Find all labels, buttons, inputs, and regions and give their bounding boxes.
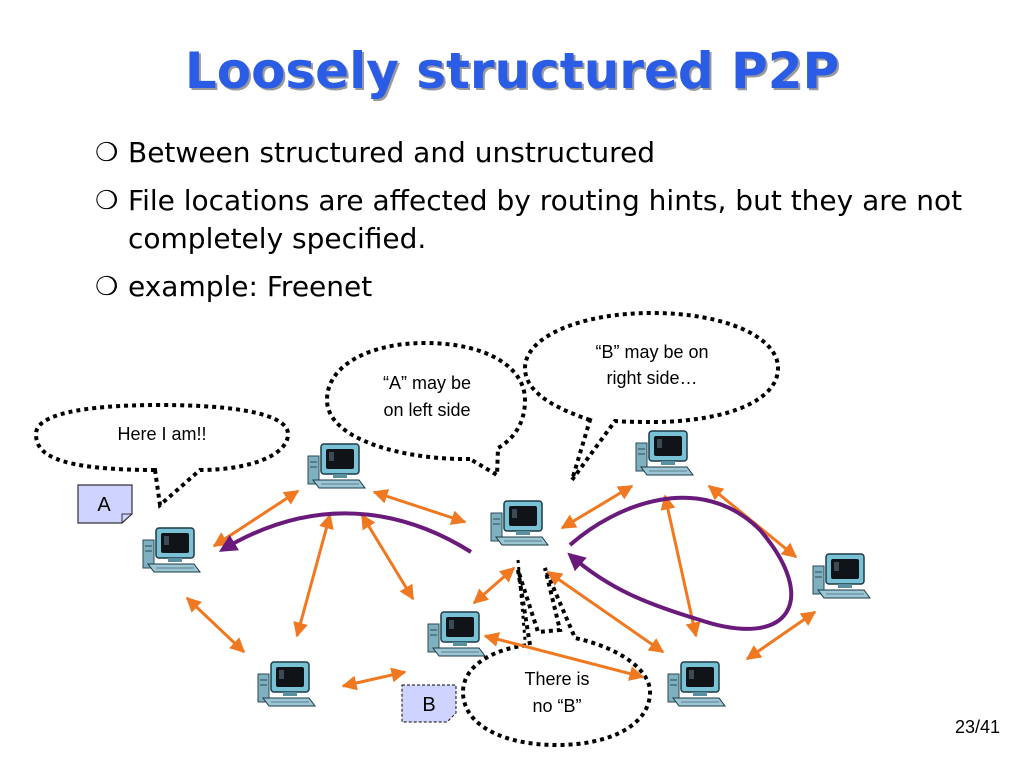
callout-no-b: There is no “B” <box>460 567 653 748</box>
link-arrow <box>212 489 300 548</box>
computer-icon <box>257 661 316 707</box>
label-a: A <box>77 484 133 524</box>
computer-icon <box>812 553 871 599</box>
callout-a-left: “A” may be on left side <box>324 340 528 479</box>
bullet-text: example: Freenet <box>128 270 373 303</box>
link-arrow <box>293 513 334 638</box>
computer-icon <box>307 443 366 489</box>
label-text: B <box>422 694 435 716</box>
bullet-text: File locations are affected by routing h… <box>128 184 963 255</box>
label-b: B <box>401 684 457 723</box>
label-text: A <box>97 494 111 516</box>
bullet-marker-icon: ❍ <box>95 272 119 302</box>
link-group <box>185 484 817 691</box>
bullet-marker-icon: ❍ <box>95 186 119 216</box>
callout-text: Here I am!! <box>117 424 206 444</box>
computer-icon <box>427 611 486 657</box>
computer-icon <box>142 527 201 573</box>
bullet-list: ❍ Between structured and unstructured ❍ … <box>95 134 985 316</box>
link-arrow <box>745 610 817 661</box>
callout-text: right side… <box>606 368 697 388</box>
link-arrow <box>360 513 415 601</box>
bullet-text: Between structured and unstructured <box>128 136 656 169</box>
bullet-marker-icon: ❍ <box>95 138 119 168</box>
bullet-item: ❍ example: Freenet <box>95 268 985 306</box>
computer-icon <box>635 430 694 476</box>
callout-text: “B” may be on <box>595 342 708 362</box>
callout-text: on left side <box>383 400 470 420</box>
bullet-item: ❍ File locations are affected by routing… <box>95 182 985 258</box>
link-arrow <box>372 489 467 525</box>
link-arrow <box>483 632 645 681</box>
callout-b-right: “B” may be on right side… <box>522 310 781 482</box>
link-arrow <box>185 596 246 654</box>
callout-text: no “B” <box>532 696 581 716</box>
routing-path-right <box>567 495 794 631</box>
page-number: 23/41 <box>954 717 1000 737</box>
routing-path-left <box>218 511 473 554</box>
link-arrow <box>660 494 701 638</box>
link-arrow <box>560 484 634 530</box>
computer-icon <box>667 661 726 707</box>
slide-title: Loosely structured P2P <box>184 42 840 100</box>
callout-text: There is <box>524 669 589 689</box>
link-arrow <box>341 667 407 691</box>
computer-icon <box>490 500 549 546</box>
callout-text: “A” may be <box>383 373 471 393</box>
link-arrow <box>472 566 516 605</box>
bullet-item: ❍ Between structured and unstructured <box>95 134 985 172</box>
callout-here-i-am: Here I am!! <box>33 402 291 509</box>
